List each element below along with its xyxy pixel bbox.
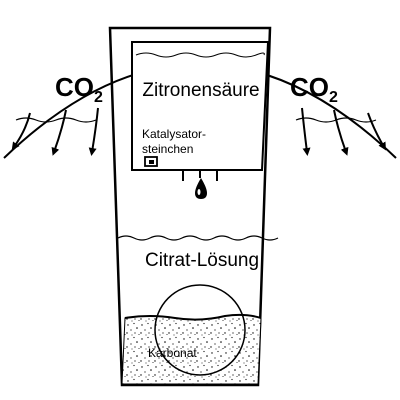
citrate-surface-wave <box>117 235 279 241</box>
carbonate-label: Karbonat <box>148 346 197 360</box>
co2-arrow-right-1 <box>301 107 311 156</box>
co2-arrow-right-3 <box>367 112 387 151</box>
co2-right-main: CO <box>290 72 329 102</box>
acid-drop-highlight <box>197 189 201 195</box>
catalyst-label-line1: Katalysator- <box>142 127 206 141</box>
container-outline <box>108 26 272 387</box>
co2-right-subscript: 2 <box>329 89 338 106</box>
carbonate-surface <box>124 313 262 321</box>
reservoir-surface-wave <box>135 52 265 58</box>
dome-crossing-left <box>15 117 97 123</box>
co2-label-left: CO2 <box>55 72 103 106</box>
citric-acid-reservoir <box>131 41 270 171</box>
co2-arrow-right-2 <box>333 109 349 156</box>
co2-label-right: CO2 <box>290 72 338 106</box>
co2-arrow-left-2 <box>51 109 67 156</box>
catalyst-stone-core <box>149 160 154 164</box>
citric-acid-label: Zitronensäure <box>142 80 259 101</box>
catalyst-label-line2: steinchen <box>142 142 193 156</box>
co2-arrow-left-1 <box>11 112 31 151</box>
reaction-circle <box>154 284 246 376</box>
co2-arrow-left-3 <box>88 107 99 156</box>
citrate-solution-label: Citrat-Lösung <box>145 250 259 271</box>
co2-left-subscript: 2 <box>94 89 103 106</box>
dome-crossing-right <box>295 117 377 123</box>
acid-drop <box>195 178 207 199</box>
co2-left-main: CO <box>55 72 94 102</box>
